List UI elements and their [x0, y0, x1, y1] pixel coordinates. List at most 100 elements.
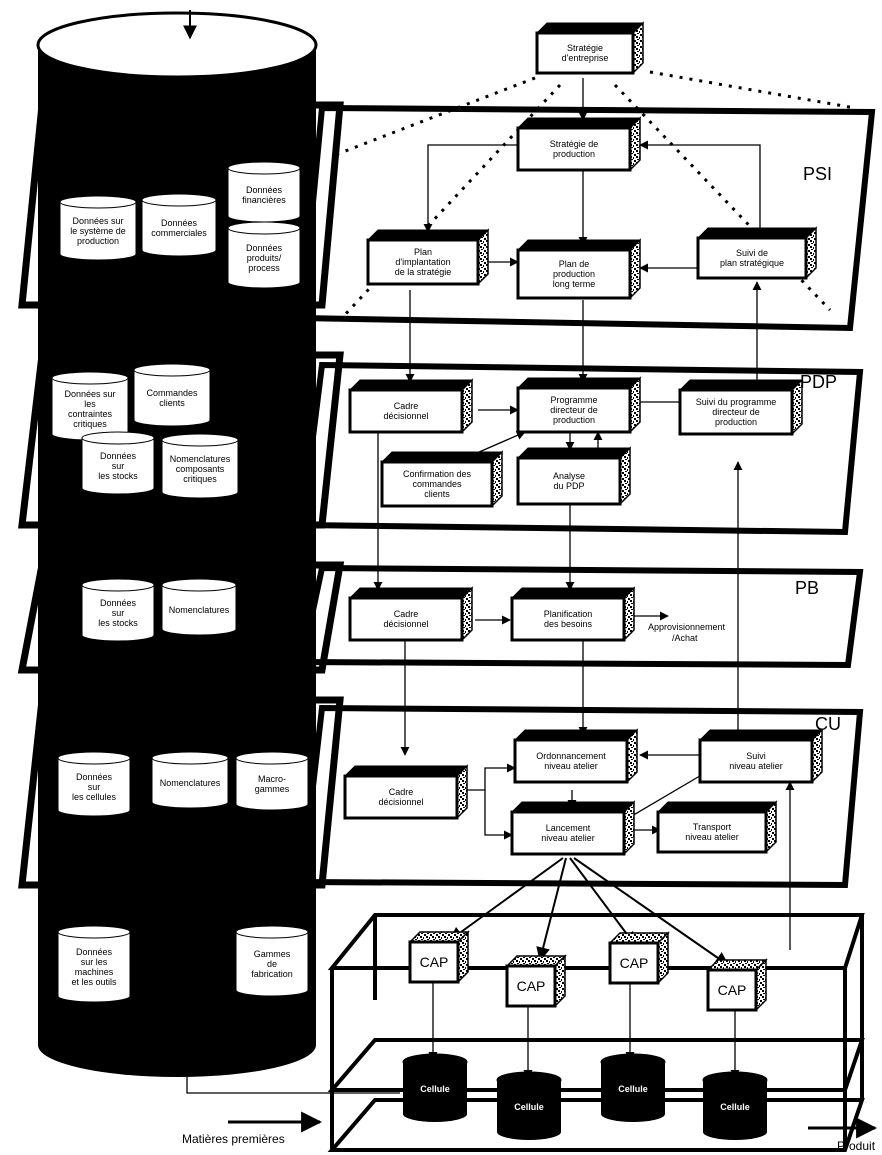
database-label-line: contraintes: [68, 409, 113, 419]
database-label-line: Données: [76, 772, 113, 782]
database-label-line: Données sur: [64, 389, 115, 399]
cellule-3: Cellule: [600, 1053, 666, 1122]
cu-level-frame: [298, 704, 864, 889]
process-box-label-line: niveau atelier: [544, 761, 598, 771]
database-label-line: sur: [112, 461, 125, 471]
database-label-line: Macro-: [258, 774, 286, 784]
database-label-line: sur: [88, 782, 101, 792]
cellule-label: Cellule: [720, 1102, 750, 1112]
database-label-line: Nomenclatures: [169, 605, 230, 615]
cap-unit-2: CAP: [505, 954, 567, 1008]
process-box-label-line: de la stratégie: [395, 267, 452, 277]
process-box-label-line: Stratégie: [567, 43, 603, 53]
cap-label: CAP: [620, 955, 649, 971]
database-label-line: critiques: [73, 419, 107, 429]
database-label-line: gammes: [255, 784, 290, 794]
cap-unit-1: CAP: [408, 930, 470, 984]
process-box-label-line: du PDP: [553, 481, 584, 491]
database-label-line: Données: [76, 947, 113, 957]
cellule-label: Cellule: [420, 1084, 450, 1094]
process-box-label-line: Plan: [414, 247, 432, 257]
level-label-psi: PSI: [803, 164, 832, 184]
process-box-label-line: Analyse: [553, 471, 585, 481]
connectors: [373, 78, 795, 950]
process-box-label-line: Ordonnancement: [536, 751, 606, 761]
process-box-label-line: Cadre: [394, 401, 419, 411]
lancement-to-cap-arrows: [448, 857, 730, 966]
process-box-label-line: Suivi: [746, 751, 766, 761]
cap-unit-3: CAP: [608, 931, 670, 985]
level-label-cu: CU: [815, 714, 841, 734]
approvisionnement-label: Approvisionnement/Achat: [648, 622, 726, 643]
database-label-line: Données: [100, 451, 137, 461]
process-box-label-line: commandes: [412, 479, 462, 489]
process-box-label-line: des besoins: [544, 619, 593, 629]
database-macro-gammes: Macro-gammes: [235, 751, 309, 811]
cellule-label: Cellule: [618, 1084, 648, 1094]
database-nomenclatures-cu: Nomenclatures: [151, 751, 229, 809]
level-label-pdp: PDP: [800, 372, 837, 392]
database-label-line: Données: [246, 243, 283, 253]
process-box-label-line: Cadre: [389, 787, 414, 797]
database-label-line: clients: [159, 398, 185, 408]
right-level-frames: [298, 104, 876, 889]
process-box-label-line: niveau atelier: [541, 833, 595, 843]
database-label-line: Nomenclatures: [160, 778, 221, 788]
cap-label: CAP: [517, 978, 546, 994]
pdp-level-frame: [298, 361, 864, 536]
cellule-1: Cellule: [402, 1053, 468, 1122]
process-box-label-line: d'implantation: [395, 257, 450, 267]
process-box-label-line: niveau atelier: [685, 832, 739, 842]
database-label-line: machines: [75, 967, 114, 977]
cellule-4: Cellule: [702, 1071, 768, 1140]
process-box-label-line: Cadre: [394, 609, 419, 619]
database-label-line: les stocks: [98, 471, 138, 481]
database-label-line: le système de: [70, 226, 126, 236]
database-label-line: production: [77, 236, 119, 246]
database-label-line: sur les: [81, 957, 108, 967]
cellule-label: Cellule: [514, 1102, 544, 1112]
process-box-label-line: Plan de: [559, 259, 590, 269]
process-box-label-line: long terme: [553, 279, 596, 289]
matieres-premieres-label: Matières premières: [182, 1132, 285, 1146]
strategy-dotted-lines: [334, 70, 856, 322]
database-label-line: Données: [161, 218, 198, 228]
psi-level-frame: [298, 104, 876, 332]
database-label-line: Commandes: [146, 388, 198, 398]
database-label-line: process: [248, 263, 280, 273]
database-nomenclatures-pb: Nomenclatures: [161, 578, 237, 636]
database-label-line: critiques: [183, 474, 217, 484]
pb-level-frame: [298, 564, 864, 669]
process-box-label-line: décisionnel: [383, 411, 428, 421]
process-box-label-line: plan stratégique: [720, 258, 784, 268]
process-box-label-line: production: [553, 269, 595, 279]
process-box-label-line: Suivi du programme: [696, 397, 777, 407]
cap-to-cellule-arrows: [186, 982, 740, 1094]
process-box-label-line: clients: [424, 489, 450, 499]
